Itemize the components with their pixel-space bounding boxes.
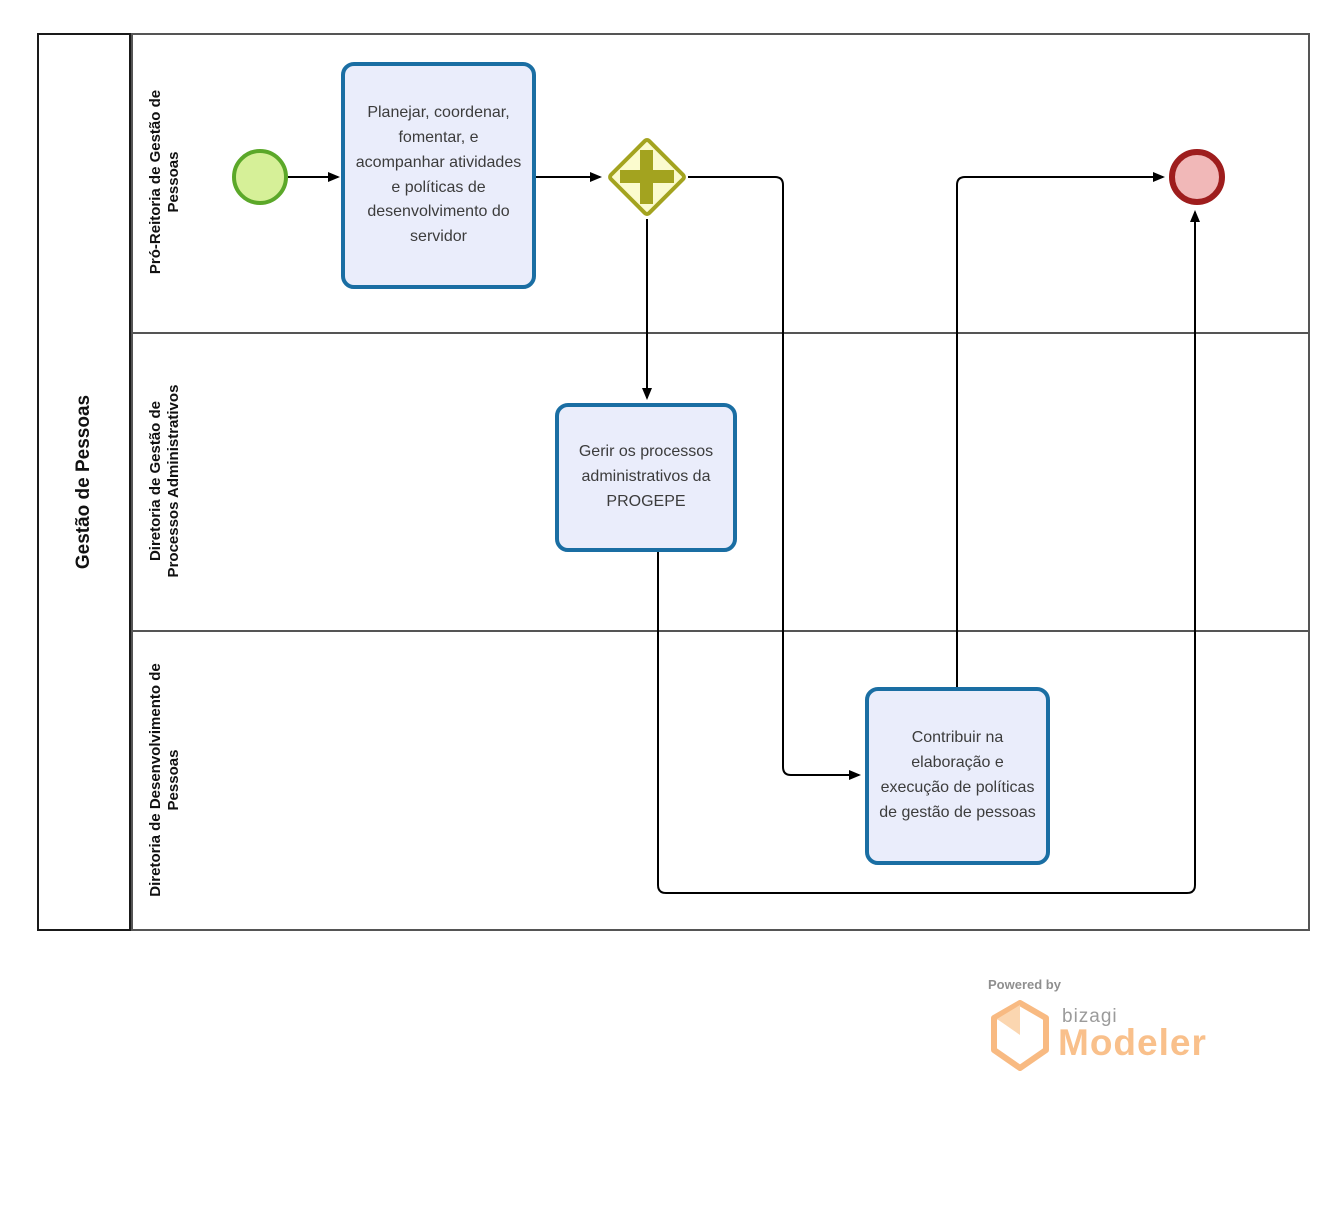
task-gerir: Gerir os processos administrativos da PR… [555, 403, 737, 552]
task-gerir-label: Gerir os processos administrativos da PR… [578, 443, 714, 510]
task-planejar-label: Planejar, coordenar, fomentar, e acompan… [355, 104, 522, 246]
pool-title: Gestão de Pessoas [72, 394, 94, 570]
task-planejar: Planejar, coordenar, fomentar, e acompan… [341, 62, 536, 289]
bizagi-logo-icon [991, 1000, 1049, 1071]
lane-label-diretoria-desenvolvimento: Diretoria de Desenvolvimento de Pessoas [147, 663, 182, 897]
end-event [1169, 149, 1225, 205]
modeler-label: Modeler [1058, 1022, 1207, 1063]
task-contribuir-label: Contribuir na elaboração e execução de p… [879, 729, 1036, 821]
lane-divider-2 [131, 630, 1310, 632]
start-event [232, 149, 288, 205]
lane-divider-1 [131, 332, 1310, 334]
task-contribuir: Contribuir na elaboração e execução de p… [865, 687, 1050, 865]
lane-label-diretoria-processos: Diretoria de Gestão de Processos Adminis… [147, 384, 182, 578]
bizagi-brand-label: bizagi [1062, 1006, 1118, 1027]
plus-icon [640, 150, 653, 204]
powered-by-label: Powered by [988, 977, 1061, 992]
pool-header-cell [37, 33, 131, 931]
lane-label-pro-reitoria: Pró-Reitoria de Gestão de Pessoas [147, 89, 182, 275]
